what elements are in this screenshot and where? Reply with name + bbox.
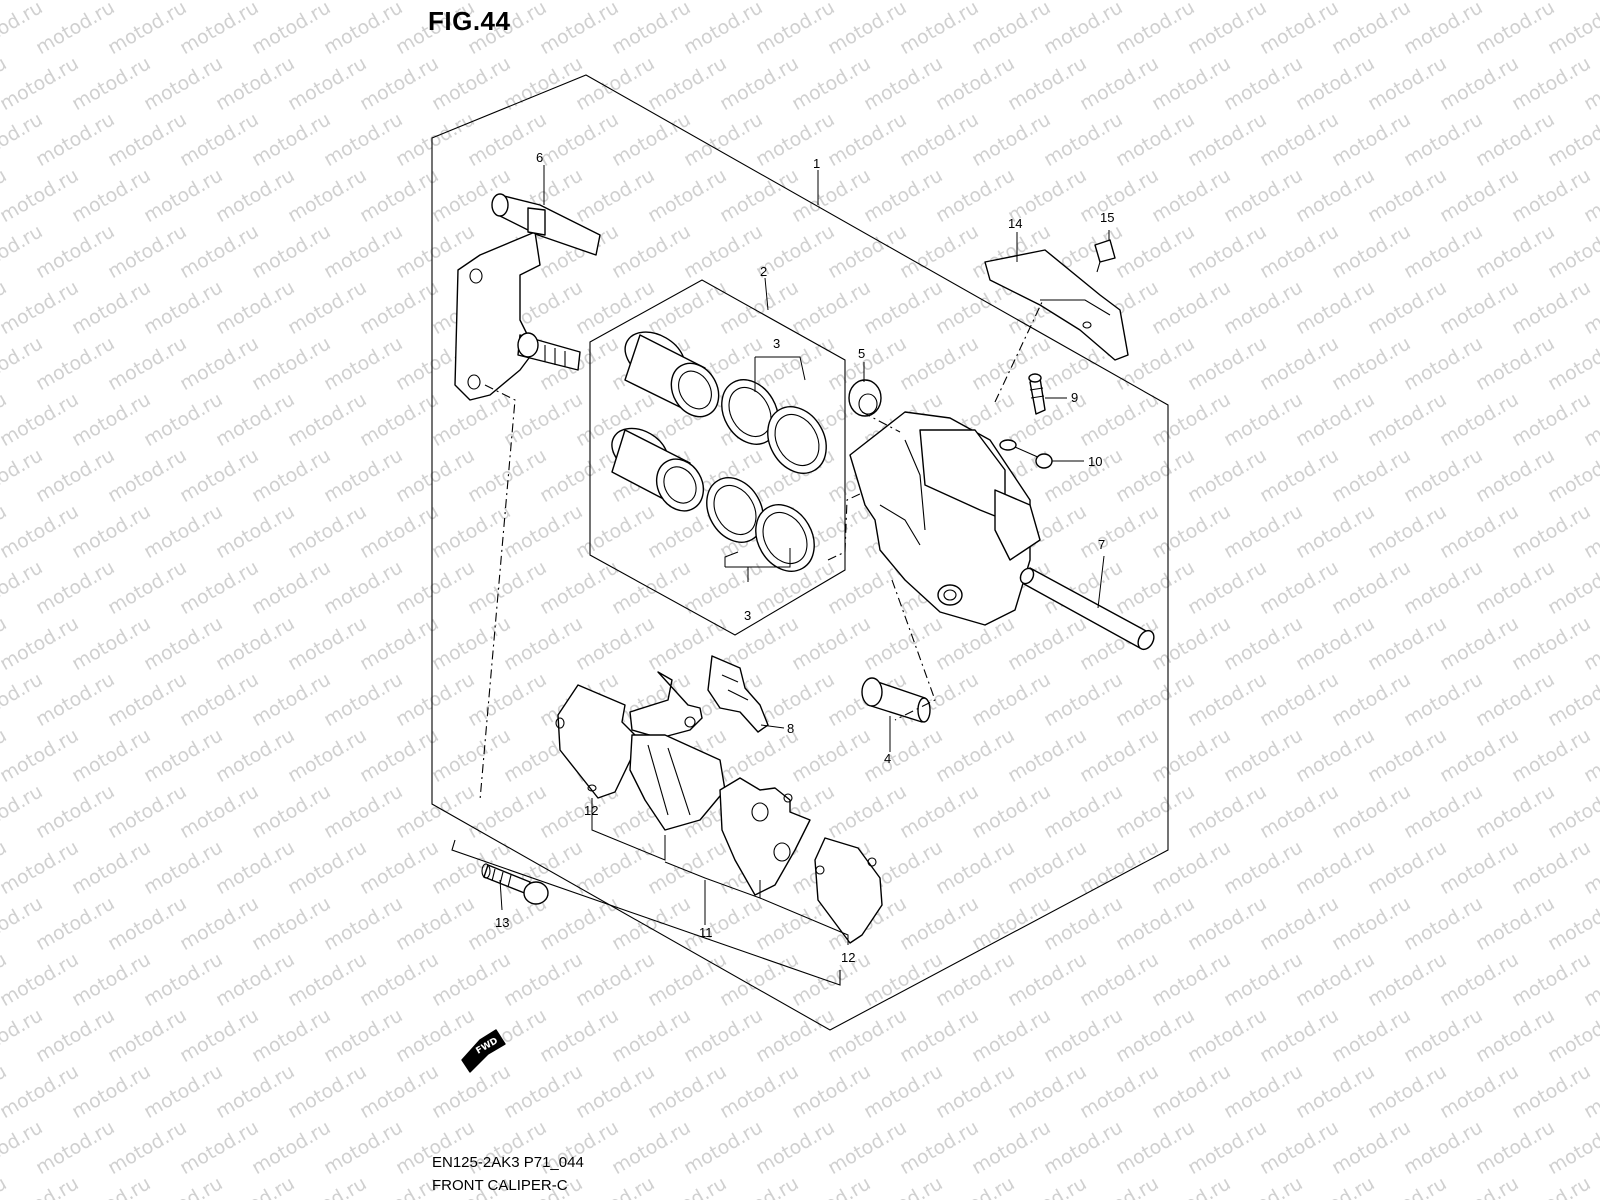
assembly-line-seal-kit bbox=[827, 492, 863, 561]
slide-pin-part-4 bbox=[861, 677, 931, 723]
diagram-code: EN125-2AK3 P71_044 bbox=[432, 1154, 584, 1171]
callout-4: 4 bbox=[884, 751, 891, 766]
callout-15: 15 bbox=[1100, 210, 1114, 225]
callout-13: 13 bbox=[495, 915, 509, 930]
brake-pad-left-part-11 bbox=[629, 671, 726, 831]
callout-2: 2 bbox=[760, 264, 767, 279]
pad-group-bracket bbox=[451, 839, 841, 986]
assembly-outline bbox=[431, 74, 1169, 1031]
callout-3-lower: 3 bbox=[744, 608, 751, 623]
callout-10: 10 bbox=[1088, 454, 1102, 469]
callout-7: 7 bbox=[1098, 537, 1105, 552]
callout-6: 6 bbox=[536, 150, 543, 165]
callout-12-left: 12 bbox=[584, 803, 598, 818]
callout-labels: 6 1 2 3 3 5 14 15 9 10 7 8 4 12 13 11 12 bbox=[495, 150, 1114, 965]
bleeder-valve-part-9 bbox=[1028, 373, 1046, 415]
pad-cover-part-14 bbox=[984, 249, 1129, 361]
brake-pad-shim-left-part-12 bbox=[555, 684, 641, 799]
leader-lines bbox=[499, 165, 1110, 945]
assembly-line-bracket bbox=[479, 384, 516, 801]
callout-8: 8 bbox=[787, 721, 794, 736]
seal-kit-box bbox=[589, 279, 846, 636]
boot-part-5 bbox=[848, 379, 882, 417]
figure-title: FIG.44 bbox=[428, 6, 511, 36]
callout-11: 11 bbox=[699, 925, 713, 940]
callout-5: 5 bbox=[858, 346, 865, 361]
diagram-caption: FRONT CALIPER-C bbox=[432, 1177, 568, 1194]
assembly-line-boot bbox=[861, 411, 901, 433]
forward-direction-arrow: FWD bbox=[461, 1029, 506, 1073]
screw-part-15 bbox=[1094, 239, 1116, 273]
callout-3-upper: 3 bbox=[773, 336, 780, 351]
callout-14: 14 bbox=[1008, 216, 1022, 231]
brake-pad-right-part-11 bbox=[719, 777, 811, 896]
brake-pad-shim-right-part-12 bbox=[814, 837, 883, 944]
mounting-bolt-part-13 bbox=[481, 863, 549, 905]
caliper-body bbox=[849, 411, 1041, 626]
caliper-bracket-part-6 bbox=[454, 193, 601, 401]
callout-1: 1 bbox=[813, 156, 820, 171]
pad-spring-part-8 bbox=[707, 655, 769, 733]
assembly-line-slide-pin bbox=[891, 579, 936, 721]
bleeder-cap-part-10 bbox=[999, 439, 1053, 469]
pad-pin-part-7 bbox=[1019, 567, 1155, 651]
callout-9: 9 bbox=[1071, 390, 1078, 405]
pistons-and-seals-part-3 bbox=[611, 331, 827, 572]
callout-12-right: 12 bbox=[841, 950, 855, 965]
